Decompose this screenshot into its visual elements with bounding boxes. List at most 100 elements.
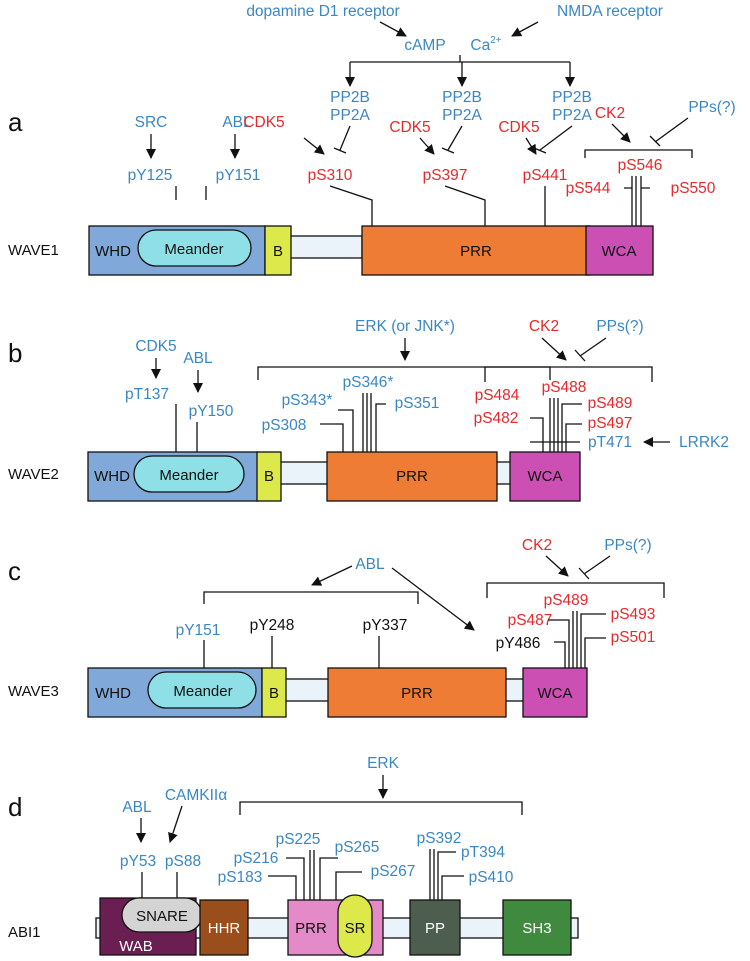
site-pS489: pS489 (588, 395, 633, 412)
linker (289, 235, 363, 259)
pps-inhibit (574, 337, 607, 362)
site-pS487: pS487 (508, 612, 553, 629)
abl-kinase-label: ABL (355, 556, 385, 573)
ck2-kinase-label: CK2 (529, 318, 559, 335)
pp-label: PP (425, 920, 445, 937)
cdk5-kinase-label: CDK5 (389, 119, 430, 136)
site-pS501: pS501 (611, 629, 656, 646)
site-pY53: pY53 (120, 853, 156, 870)
pp-inhibit-397 (441, 125, 463, 154)
abl-kinase-label: ABL (222, 114, 252, 131)
abl-kinase-label: ABL (122, 799, 152, 816)
site-ticks (175, 186, 207, 200)
lrrk2-kinase-label: LRRK2 (679, 434, 729, 451)
tyrosine-bracket (203, 591, 419, 604)
ck2-kinase-label: CK2 (595, 105, 625, 122)
sr-region (337, 894, 373, 958)
camkii-arrow (168, 805, 183, 843)
site-pS497: pS497 (588, 415, 633, 432)
b-label: B (273, 243, 283, 260)
whd-label: WHD (95, 243, 131, 260)
wca-bracket (486, 582, 665, 598)
pp2b-label: PP2B (552, 89, 592, 106)
panel-a: a dopamine D1 receptor NMDA receptor cAM… (8, 3, 736, 276)
camp-label: cAMP (404, 37, 445, 54)
site-pS441: pS441 (523, 167, 568, 184)
site-pS351: pS351 (395, 395, 440, 412)
site-pY150: pY150 (189, 403, 234, 420)
pps-label: PPs(?) (604, 537, 651, 554)
site-pS410: pS410 (469, 869, 514, 886)
site-pS310: pS310 (308, 167, 353, 184)
wca-bracket (484, 366, 653, 382)
panel-letter: d (8, 792, 22, 822)
site-pY248: pY248 (250, 617, 295, 634)
b-label: B (264, 468, 274, 485)
erk-kinase-label: ERK (or JNK*) (355, 318, 455, 335)
prr-label: PRR (460, 243, 492, 260)
pps-label: PPs(?) (596, 318, 643, 335)
site-ticks (175, 404, 198, 452)
meander-label: Meander (164, 241, 223, 258)
ck2-arrow (545, 555, 569, 577)
site-pS493: pS493 (611, 606, 656, 623)
pp-site-ticks (429, 849, 464, 900)
whd-label: WHD (95, 685, 131, 702)
camkii-kinase-label: CAMKIIα (165, 787, 227, 804)
prr-bracket (257, 366, 551, 380)
prr-domain (326, 451, 498, 502)
site-pY486: pY486 (496, 635, 541, 652)
site-pS546: pS546 (618, 157, 663, 174)
basic-domain (264, 225, 292, 276)
site-pS346: pS346* (343, 374, 394, 391)
cdk5-arrow (525, 137, 537, 155)
pp-inhibit-310 (333, 125, 351, 154)
pp-domain (409, 899, 461, 956)
site-pY125: pY125 (128, 167, 173, 184)
pps-inhibit (649, 117, 689, 147)
wca-label: WCA (528, 468, 563, 485)
site-pS216: pS216 (234, 850, 279, 867)
cdk5-kinase-label: CDK5 (135, 338, 176, 355)
meander-region (137, 229, 252, 267)
site-pY151: pY151 (176, 622, 221, 639)
site-ticks (141, 872, 178, 898)
ck2-arrow (611, 123, 631, 143)
linker (504, 678, 526, 702)
wca-domain (585, 225, 654, 276)
pp2a-label: PP2A (552, 107, 592, 124)
meander-label: Meander (173, 683, 232, 700)
wca-site-ticks (548, 611, 606, 670)
abl-arrow-to-tyrosines (311, 565, 353, 586)
wca-bracket (584, 149, 693, 158)
b-label: B (269, 685, 279, 702)
prr-label: PRR (295, 920, 327, 937)
pps-inhibit (578, 555, 611, 580)
site-pS397: pS397 (423, 167, 468, 184)
site-ticks (329, 185, 546, 226)
wca-site-ticks (530, 398, 582, 452)
snare-label: SNARE (136, 908, 188, 925)
pp2b-label: PP2B (442, 89, 482, 106)
panel-d: d ERK ABL CAMKIIα pY53 pS88 pS225 pS265 … (8, 755, 579, 958)
site-pT137: pT137 (125, 386, 169, 403)
wca-domain (522, 667, 588, 718)
site-pT471: pT471 (588, 434, 632, 451)
sh3-label: SH3 (522, 920, 551, 937)
site-pS489: pS489 (544, 592, 589, 609)
site-pS267: pS267 (371, 863, 416, 880)
branch-bracket (350, 55, 570, 63)
erk-bracket (239, 801, 523, 815)
nmda-receptor-label: NMDA receptor (557, 3, 663, 20)
site-pS484: pS484 (475, 387, 520, 404)
site-pY151: pY151 (216, 167, 261, 184)
wca-label: WCA (602, 243, 637, 260)
site-pS488: pS488 (542, 379, 587, 396)
site-ticks (203, 636, 380, 668)
basic-domain (261, 667, 287, 718)
abl-kinase-label: ABL (183, 350, 213, 367)
cdk5-arrow (303, 137, 325, 155)
calcium-label: Ca2+ (470, 35, 501, 54)
site-pY337: pY337 (363, 617, 408, 634)
pp2a-label: PP2A (330, 107, 370, 124)
